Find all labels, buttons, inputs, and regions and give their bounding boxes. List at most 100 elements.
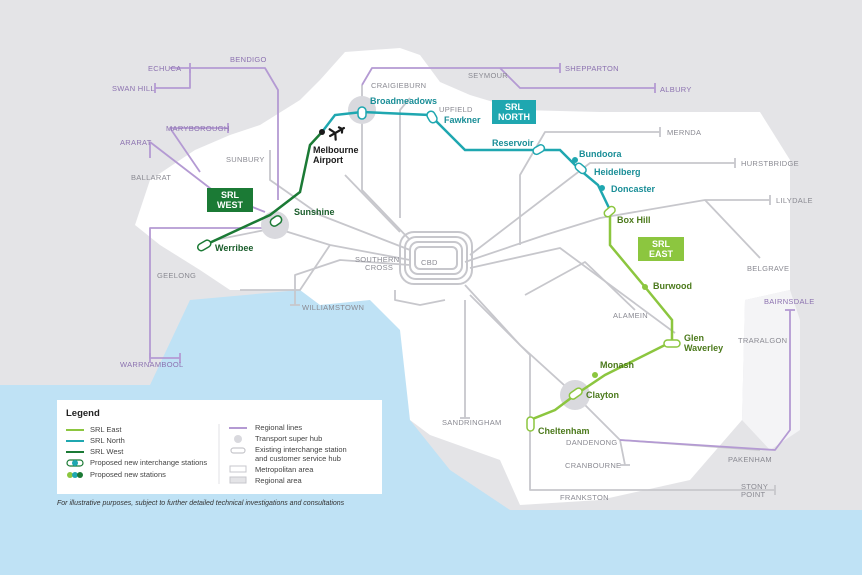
label-glen-waverley-1: Glen xyxy=(684,333,704,343)
station-marker-clayton xyxy=(568,387,583,400)
legend-item-srl-east: SRL East xyxy=(90,425,122,434)
label-cbd: CBD xyxy=(421,258,438,267)
label-dandenong: DANDENONG xyxy=(566,438,617,447)
label-southern-cross-1: SOUTHERN xyxy=(355,255,400,264)
srl-new-stations xyxy=(319,129,648,378)
label-traralgon: TRARALGON xyxy=(738,336,787,345)
label-melbourne-airport-1: Melbourne xyxy=(313,145,359,155)
label-geelong: GEELONG xyxy=(157,271,196,280)
station-marker-fawkner xyxy=(426,110,438,124)
label-sunbury: SUNBURY xyxy=(226,155,265,164)
legend-new-station-icon xyxy=(67,472,83,478)
metro-line-frankston xyxy=(469,294,775,491)
label-bairnsdale: BAIRNSDALE xyxy=(764,297,815,306)
label-echuca: ECHUCA xyxy=(148,64,181,73)
legend-item-srl-west: SRL West xyxy=(90,447,124,456)
station-dot-bundoora xyxy=(572,157,578,163)
footnote: For illustrative purposes, subject to fu… xyxy=(57,500,345,507)
regional-line-swan-hill xyxy=(155,68,191,89)
label-hurstbridge: HURSTBRIDGE xyxy=(741,159,799,168)
metro-line-loop-outer xyxy=(394,290,446,306)
label-sunshine: Sunshine xyxy=(294,207,335,217)
regional-line-geelong xyxy=(149,227,275,359)
station-dot-burwood xyxy=(642,284,648,290)
badge-srl-west: SRL WEST xyxy=(207,188,253,212)
metro-line-belgrave xyxy=(704,199,761,259)
station-dot-monash xyxy=(592,372,598,378)
label-broadmeadows: Broadmeadows xyxy=(370,96,437,106)
metro-line-mernda xyxy=(519,131,660,245)
label-glen-waverley-2: Waverley xyxy=(684,343,723,353)
label-sandringham: SANDRINGHAM xyxy=(442,418,502,427)
label-werribee: Werribee xyxy=(215,243,253,253)
metro-line-sunbury xyxy=(269,150,411,251)
legend-interchange-icon xyxy=(66,459,84,467)
label-ballarat: BALLARAT xyxy=(131,173,171,182)
badge-srl-north: SRL NORTH xyxy=(492,100,536,124)
label-bendigo: BENDIGO xyxy=(230,55,267,64)
metro-line-altona xyxy=(240,244,331,291)
station-marker-cheltenham xyxy=(526,416,535,432)
legend-item-metro-area: Metropolitan area xyxy=(255,465,314,474)
station-marker-box-hill xyxy=(603,205,616,218)
srl-station-labels: Werribee Sunshine Melbourne Airport Broa… xyxy=(215,96,723,436)
legend-item-existing-interchange-2: and customer service hub xyxy=(255,454,341,463)
label-burwood: Burwood xyxy=(653,281,692,291)
label-monash: Monash xyxy=(600,360,634,370)
station-dot-doncaster xyxy=(599,185,605,191)
station-marker-sunshine xyxy=(269,215,283,227)
label-cheltenham: Cheltenham xyxy=(538,426,590,436)
label-stony-point-1: STONY xyxy=(741,482,768,491)
svg-text:SRL: SRL xyxy=(652,239,671,249)
metro-line-upfield xyxy=(399,97,411,218)
label-seymour: SEYMOUR xyxy=(468,71,508,80)
srl-interchange-stations xyxy=(196,106,681,432)
label-swan-hill: SWAN HILL xyxy=(112,84,155,93)
label-bundoora: Bundoora xyxy=(579,149,622,159)
legend-title: Legend xyxy=(66,408,100,419)
label-upfield: UPFIELD xyxy=(439,105,473,114)
label-fawkner: Fawkner xyxy=(444,115,481,125)
svg-text:SRL: SRL xyxy=(505,102,524,112)
metro-line-lilydale xyxy=(464,199,770,263)
label-albury: ALBURY xyxy=(660,85,692,94)
label-doncaster: Doncaster xyxy=(611,184,656,194)
label-southern-cross-2: CROSS xyxy=(365,263,393,272)
metro-line-hurstbridge xyxy=(469,162,735,256)
label-pakenham: PAKENHAM xyxy=(728,455,772,464)
label-lilydale: LILYDALE xyxy=(776,196,813,205)
legend-item-new-stations: Proposed new stations xyxy=(90,470,166,479)
label-craigieburn: CRAIGIEBURN xyxy=(371,81,426,90)
regional-line-maryborough xyxy=(169,127,228,173)
regional-lines xyxy=(149,67,791,451)
airplane-icon xyxy=(328,126,346,141)
station-marker-glen-waverley xyxy=(663,339,681,348)
svg-text:WEST: WEST xyxy=(217,200,244,210)
legend-item-srl-north: SRL North xyxy=(90,436,125,445)
label-alamein: ALAMEIN xyxy=(613,311,648,320)
svg-text:NORTH: NORTH xyxy=(498,112,530,122)
metro-line-alamein xyxy=(524,261,636,311)
label-shepparton: SHEPPARTON xyxy=(565,64,619,73)
label-cranbourne: CRANBOURNE xyxy=(565,461,621,470)
label-melbourne-airport-2: Airport xyxy=(313,155,343,165)
label-warrnambool: WARRNAMBOOL xyxy=(120,360,183,369)
legend-item-super-hub: Transport super hub xyxy=(255,434,322,443)
label-maryborough: MARYBOROUGH xyxy=(166,124,230,133)
legend-item-existing-interchange-1: Existing interchange station xyxy=(255,445,347,454)
label-ararat: ARARAT xyxy=(120,138,152,147)
label-mernda: MERNDA xyxy=(667,128,701,137)
label-stony-point-2: POINT xyxy=(741,490,766,499)
port-phillip-bay xyxy=(0,290,862,575)
regional-line-traralgon xyxy=(619,310,791,451)
srl-north-line xyxy=(321,110,612,211)
legend-item-regional-lines: Regional lines xyxy=(255,423,302,432)
label-frankston: FRANKSTON xyxy=(560,493,609,502)
metro-line-diag xyxy=(344,174,401,233)
legend-item-regional-area: Regional area xyxy=(255,476,303,485)
metro-lines xyxy=(199,85,775,491)
label-reservoir: Reservoir xyxy=(492,138,534,148)
badge-srl-east: SRL EAST xyxy=(638,237,684,261)
station-marker-reservoir xyxy=(532,144,546,156)
